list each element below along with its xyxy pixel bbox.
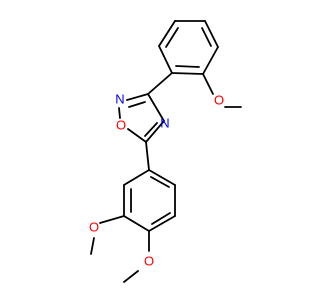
bond-top-4 [204, 20, 219, 48]
canvas-background [0, 0, 300, 300]
atom-bottom-oxygen-label: O [144, 253, 154, 268]
bond-top-1 [158, 45, 173, 74]
bond-bottom-4 [148, 215, 176, 232]
bond-top-ome-1 [202, 73, 214, 95]
bond-top-2 [158, 20, 176, 47]
bond-bottom-left-ome-2 [90, 237, 95, 255]
bond-top-inner-1 [165, 27, 179, 48]
bond-n2-c3 [126, 93, 149, 101]
bond-o1-n2 [118, 107, 121, 119]
bond-bottom-1 [123, 169, 150, 186]
molecule-structure: N O N O O O [0, 0, 300, 300]
bond-c5-aryl-bottom [145, 141, 150, 171]
bond-c5-o1 [127, 128, 147, 143]
atom-bottom-left-oxygen-label: O [89, 219, 99, 234]
bond-inner-n2-c3 [128, 101, 146, 108]
atom-n2-label: N [115, 91, 124, 106]
bond-bottom-3 [123, 215, 150, 232]
bond-bottom-inner-2 [151, 212, 171, 225]
bonds [90, 20, 242, 283]
atom-n4-label: N [160, 115, 169, 130]
bond-bottom-left-ome-1 [99, 215, 125, 224]
bond-bottom-6 [148, 169, 176, 186]
bond-top-6 [171, 72, 204, 75]
bond-top-5 [202, 46, 219, 75]
bond-top-inner-3 [175, 65, 200, 68]
bond-top-inner-2 [201, 27, 212, 47]
bond-bottom-inner-3 [150, 176, 170, 188]
atom-labels: N O N O O O [89, 91, 224, 268]
atom-o1-label: O [116, 117, 126, 132]
atom-top-oxygen-label: O [214, 92, 224, 107]
bond-c3-n4 [147, 93, 165, 122]
bond-c3-aryl-top [147, 72, 173, 95]
bond-n4-c5 [145, 120, 165, 143]
bond-inner-n4-c5 [144, 122, 158, 137]
bond-bottom-ome-2 [123, 270, 139, 283]
